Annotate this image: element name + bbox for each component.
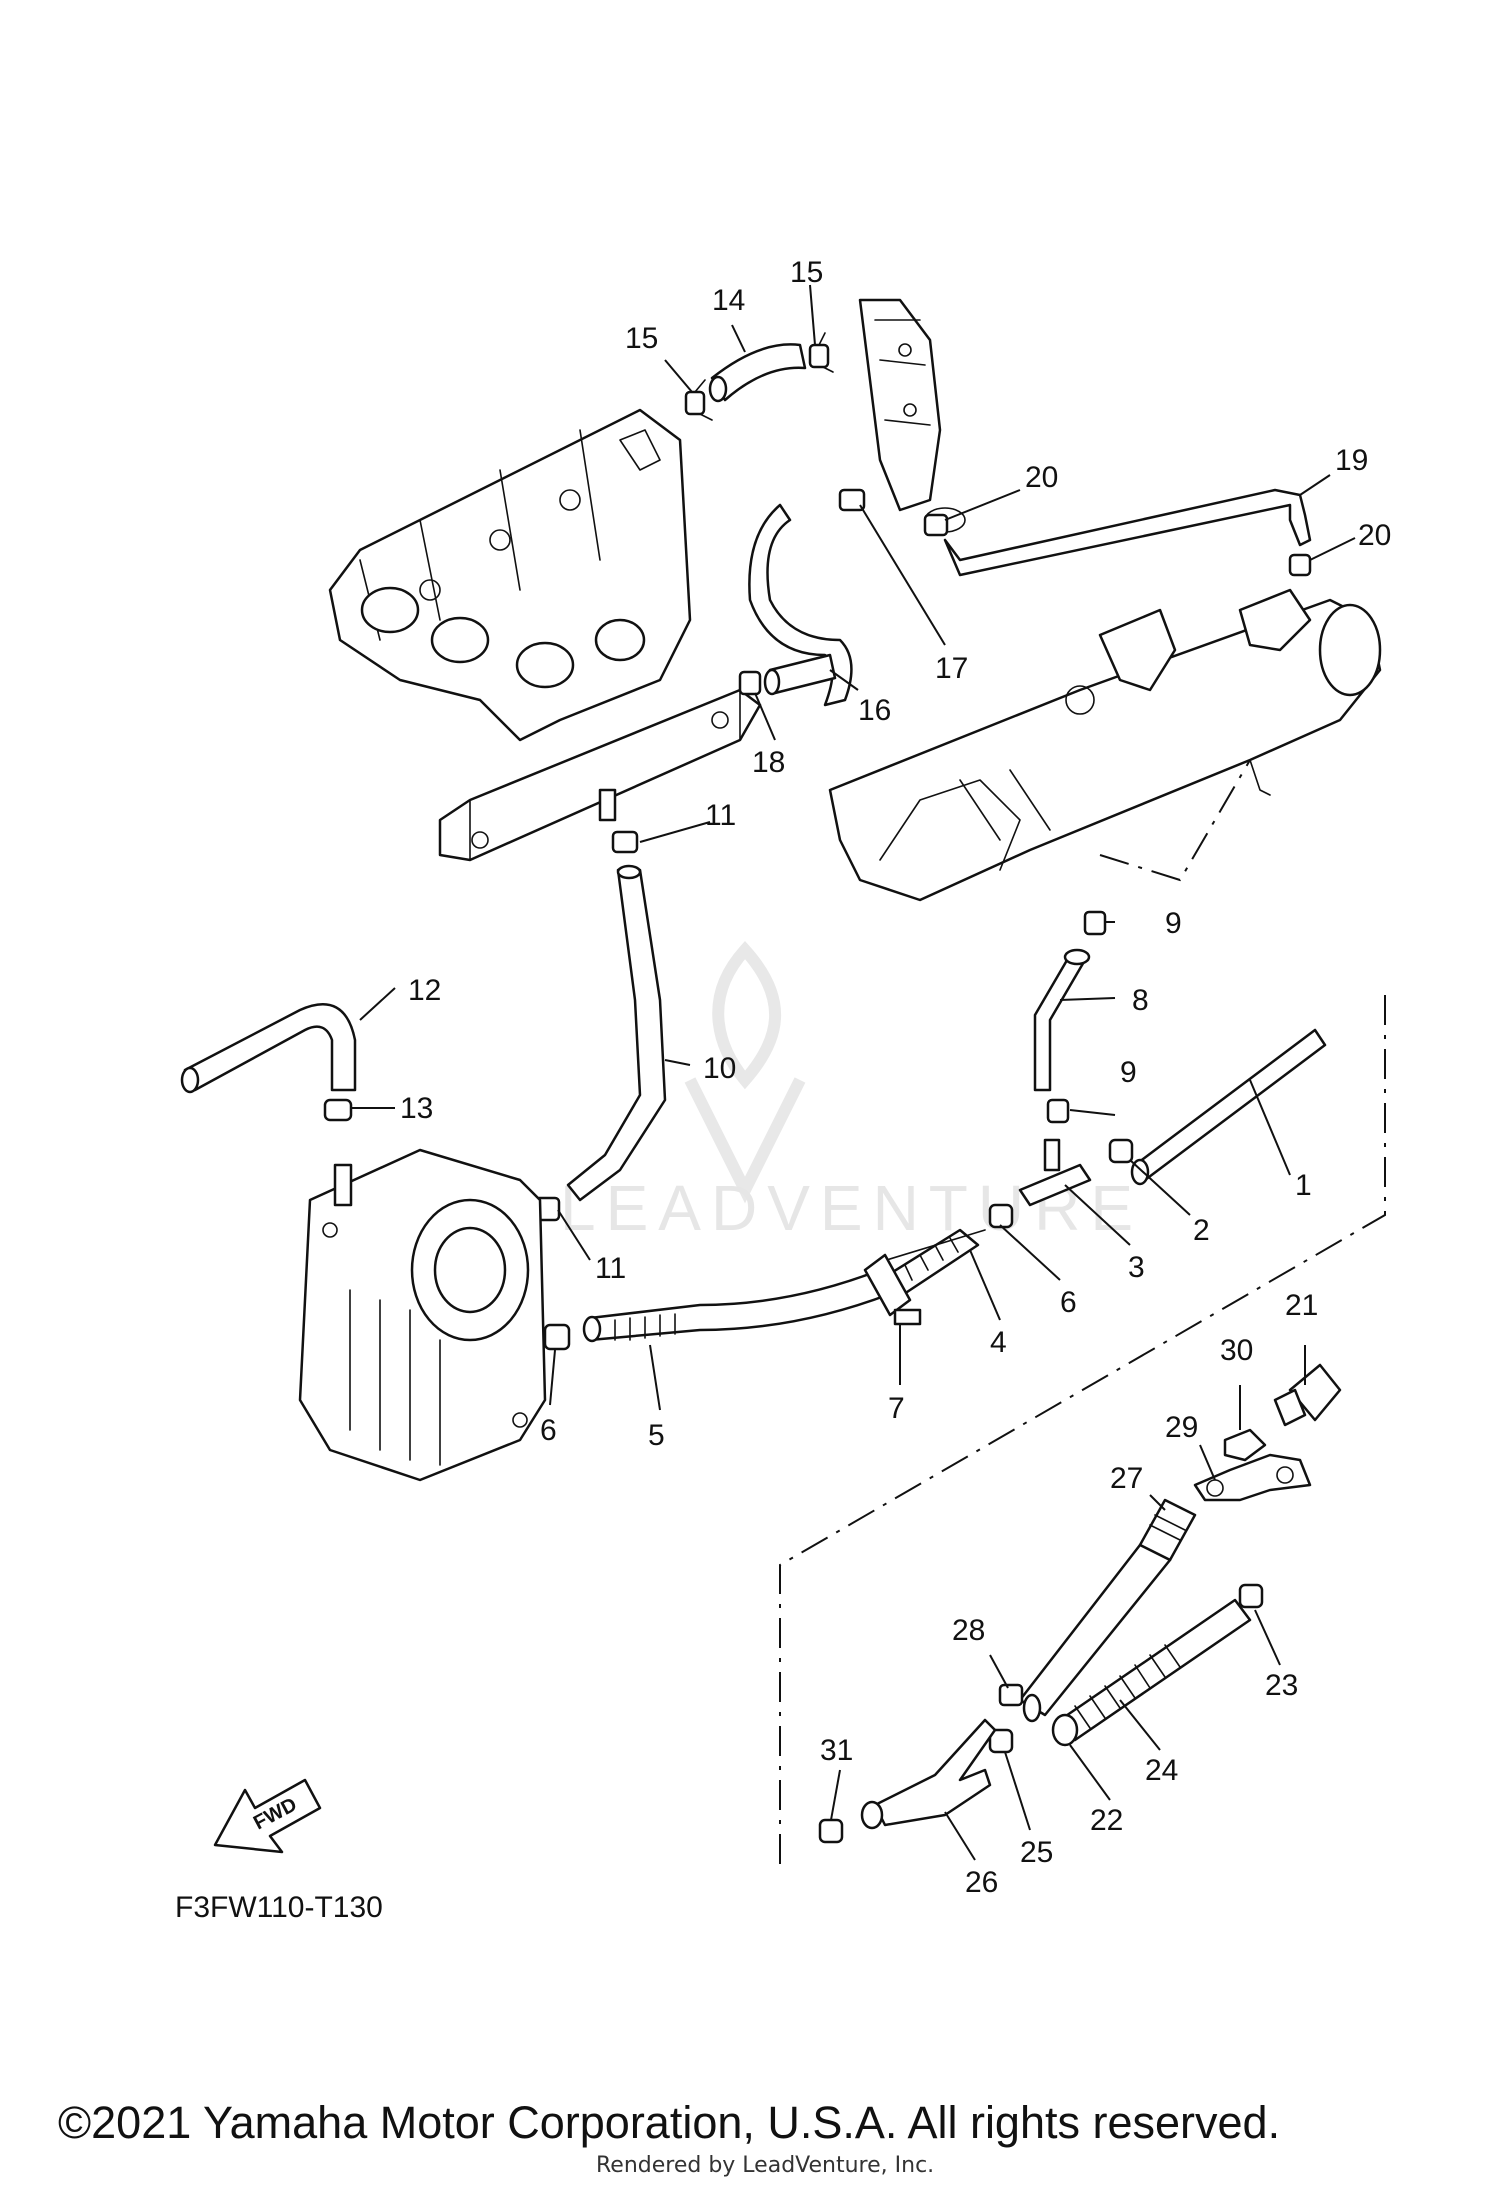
rendered-by-text: Rendered by LeadVenture, Inc. [596,2153,934,2178]
exhaust-manifold [328,408,692,742]
bracket-29 [1193,1453,1312,1502]
hose-12 [180,1003,357,1094]
callout-11-lower: 11 [595,1252,626,1285]
water-jacket-rail [438,688,762,862]
callout-26: 26 [965,1866,998,1899]
callout-7: 7 [888,1392,905,1425]
callout-17: 17 [935,652,968,685]
valve-bracket [858,298,966,533]
clamp-31 [818,1818,844,1844]
callout-13: 13 [400,1092,433,1125]
hose-19 [943,488,1312,577]
hose-1 [1130,1028,1327,1186]
callout-31: 31 [820,1734,853,1767]
hose-14 [708,343,807,403]
clamp-23 [1238,1583,1264,1609]
callout-9-lower: 9 [1120,1056,1137,1089]
callout-15-right: 15 [790,256,823,289]
callout-10: 10 [703,1052,736,1085]
leader-lines [352,284,1356,1861]
fitting-21 [1273,1363,1342,1427]
hose-16 [763,653,837,696]
callout-28: 28 [952,1614,985,1647]
fwd-arrow-icon: FWD [213,1778,322,1854]
callout-4: 4 [990,1326,1007,1359]
callout-27: 27 [1110,1462,1143,1495]
clamp-6-right [988,1203,1014,1229]
callout-2: 2 [1193,1214,1210,1247]
callout-11-upper: 11 [705,799,736,832]
tube-27 [1018,1498,1197,1723]
callout-23: 23 [1265,1669,1298,1702]
callout-9-upper: 9 [1165,907,1182,940]
clamp-9-lower [1046,1098,1070,1124]
callout-25: 25 [1020,1836,1053,1869]
callout-20-left: 20 [1025,461,1058,494]
callout-20-right: 20 [1358,519,1391,552]
callout-labels: 1 2 3 4 5 6 6 7 8 9 9 10 11 11 12 13 14 … [400,256,1391,1899]
callout-12: 12 [408,974,441,1007]
drawing-code: F3FW110-T130 [175,1891,383,1924]
callout-21: 21 [1285,1289,1318,1322]
muffler [828,588,1382,902]
clamp-11-upper [611,830,639,854]
clamp-18 [738,670,762,696]
water-pump-housing [298,1148,547,1482]
callout-16: 16 [858,694,891,727]
copyright-text: ©2021 Yamaha Motor Corporation, U.S.A. A… [58,2097,1280,2148]
hose-10 [566,864,667,1202]
hose-8 [1033,948,1091,1092]
nut-30 [1223,1428,1267,1462]
assembly-outline [779,759,1386,1870]
clamp-13 [323,1098,353,1122]
callout-8: 8 [1132,984,1149,1017]
clamp-25 [988,1728,1014,1754]
callout-3: 3 [1128,1251,1145,1284]
hose-4 [878,1228,986,1302]
clamp-15-right [808,332,834,373]
callout-29: 29 [1165,1411,1198,1444]
callout-18: 18 [752,746,785,779]
clamp-20-right [1288,553,1312,577]
callout-6-right: 6 [1060,1286,1077,1319]
callout-1: 1 [1295,1169,1312,1202]
joint-3 [1018,1138,1092,1207]
clamp-7 [863,1253,922,1326]
clamp-28 [998,1683,1024,1707]
callout-14: 14 [712,284,745,317]
pipe-22 [1051,1713,1079,1747]
clamp-15-left [684,379,713,421]
callout-19: 19 [1335,444,1368,477]
clamp-9-upper [1083,910,1107,936]
y-joint-26 [860,1718,997,1830]
clamp-2 [1108,1138,1134,1164]
callout-15-left: 15 [625,322,658,355]
clamp-6-left [543,1323,571,1351]
callout-22: 22 [1090,1804,1123,1837]
callout-24: 24 [1145,1754,1178,1787]
clamp-20-left [923,513,949,537]
callout-6-left: 6 [540,1414,557,1447]
callout-5: 5 [648,1419,665,1452]
hose-5 [582,1268,902,1343]
callout-30: 30 [1220,1334,1253,1367]
